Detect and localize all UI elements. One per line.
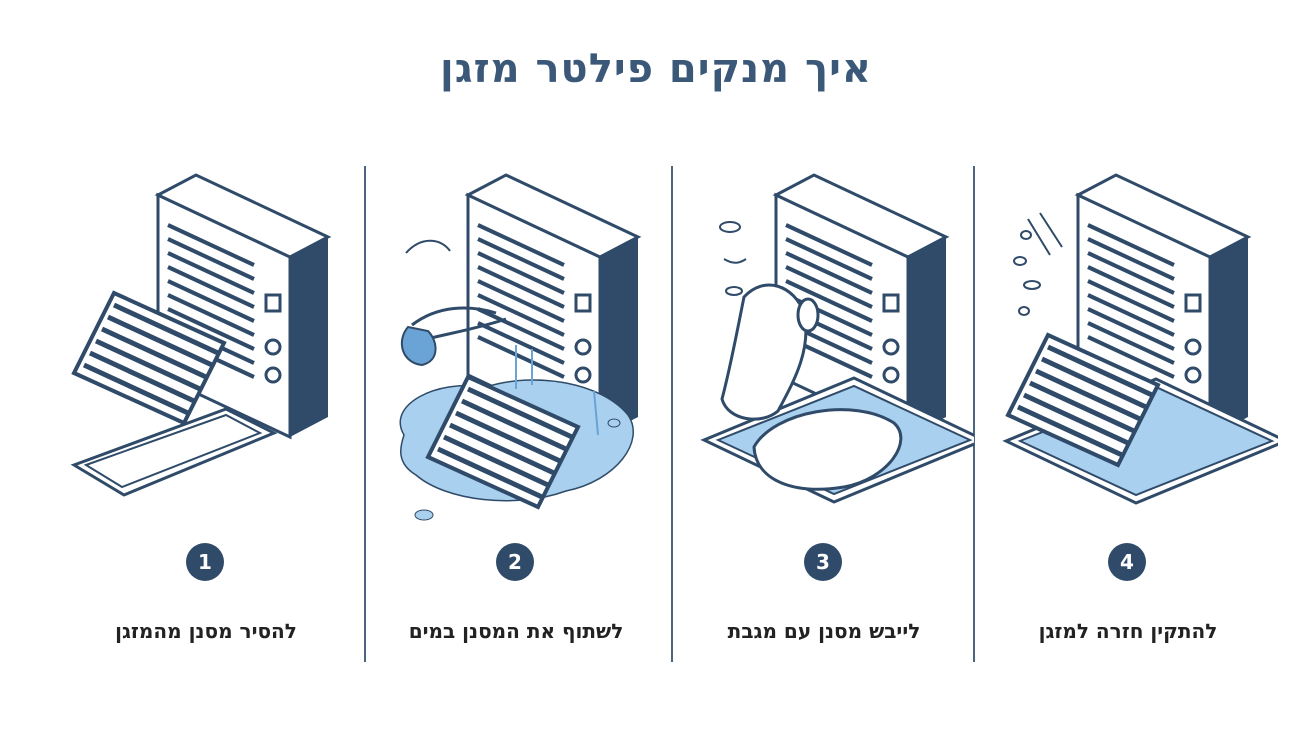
step-4: 4 להתקין חזרה למזגן: [978, 150, 1278, 710]
divider-3: [973, 166, 975, 662]
step-2-number: 2: [496, 543, 534, 581]
step-2-label: לשתוף את המסנן במים: [408, 619, 624, 643]
step-1-label: להסיר מסנן מהמזגן: [115, 619, 297, 643]
divider-2: [671, 166, 673, 662]
dry-filter-illustration: [702, 173, 974, 504]
step-2: 2 לשתוף את המסנן במים: [366, 150, 666, 710]
step-3-label: לייבש מסנן עם מגבת: [727, 619, 921, 643]
step-1-number: 1: [186, 543, 224, 581]
page-title: איך מנקים פילטר מזגן: [439, 46, 873, 92]
step-4-number: 4: [1108, 543, 1146, 581]
step-3-number: 3: [804, 543, 842, 581]
reinstall-filter-illustration: [1004, 173, 1278, 505]
step-3: 3 לייבש מסנן עם מגבת: [674, 150, 974, 710]
divider-1: [364, 166, 366, 662]
remove-filter-illustration: [70, 173, 330, 497]
wash-filter-illustration: [399, 173, 640, 521]
step-1: 1 להסיר מסנן מהמזגן: [56, 150, 356, 710]
step-4-label: להתקין חזרה למזגן: [1038, 619, 1218, 643]
